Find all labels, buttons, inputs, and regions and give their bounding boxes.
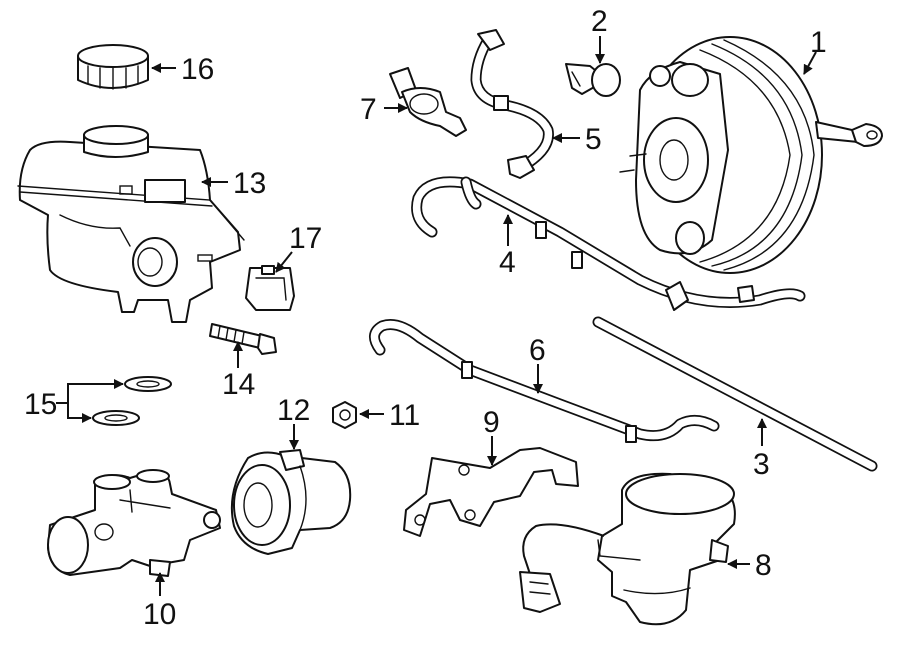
booster-hose-part[interactable] bbox=[369, 319, 720, 443]
callout-13: 13 bbox=[233, 167, 266, 200]
seal-washers-part[interactable] bbox=[92, 376, 172, 426]
callout-2: 2 bbox=[591, 5, 608, 38]
reservoir-cap-part[interactable] bbox=[77, 44, 149, 90]
callout-14: 14 bbox=[222, 368, 255, 401]
callout-4: 4 bbox=[499, 246, 516, 279]
callout-11: 11 bbox=[389, 399, 420, 432]
leader-1 bbox=[803, 51, 817, 75]
callout-16: 16 bbox=[181, 53, 214, 86]
callout-9: 9 bbox=[483, 406, 500, 439]
brake-valve-part[interactable] bbox=[230, 449, 352, 555]
callout-labels: 1 2 3 4 5 6 7 8 9 10 11 12 13 14 15 16 1… bbox=[24, 5, 827, 631]
callout-17: 17 bbox=[289, 222, 322, 255]
mounting-bolt-part[interactable] bbox=[209, 323, 277, 355]
pump-bracket-part[interactable] bbox=[403, 447, 579, 537]
vacuum-hose-part[interactable] bbox=[411, 176, 806, 311]
callout-12: 12 bbox=[277, 394, 310, 427]
hex-nut-part[interactable] bbox=[332, 401, 357, 429]
vacuum-line-part[interactable] bbox=[592, 316, 878, 472]
master-cylinder-part[interactable] bbox=[47, 469, 221, 577]
leader-15 bbox=[56, 379, 124, 404]
leader-15b bbox=[67, 403, 92, 423]
callout-15: 15 bbox=[24, 388, 57, 421]
callout-6: 6 bbox=[529, 334, 546, 367]
vacuum-pump-part[interactable] bbox=[519, 472, 736, 626]
leader-lines bbox=[56, 36, 817, 596]
callout-8: 8 bbox=[755, 549, 772, 582]
vacuum-sensor-part[interactable] bbox=[565, 63, 621, 97]
callout-10: 10 bbox=[143, 598, 176, 631]
check-valve-part[interactable] bbox=[389, 67, 467, 137]
callout-3: 3 bbox=[753, 448, 770, 481]
vacuum-tube-part[interactable] bbox=[470, 29, 554, 179]
sensor-connector-part[interactable] bbox=[245, 265, 295, 311]
leader-17 bbox=[275, 251, 293, 273]
brake-booster-part[interactable] bbox=[619, 36, 883, 274]
callout-5: 5 bbox=[585, 123, 602, 156]
callout-1: 1 bbox=[810, 26, 827, 59]
callout-7: 7 bbox=[360, 93, 377, 126]
fluid-reservoir-part[interactable] bbox=[17, 125, 245, 323]
